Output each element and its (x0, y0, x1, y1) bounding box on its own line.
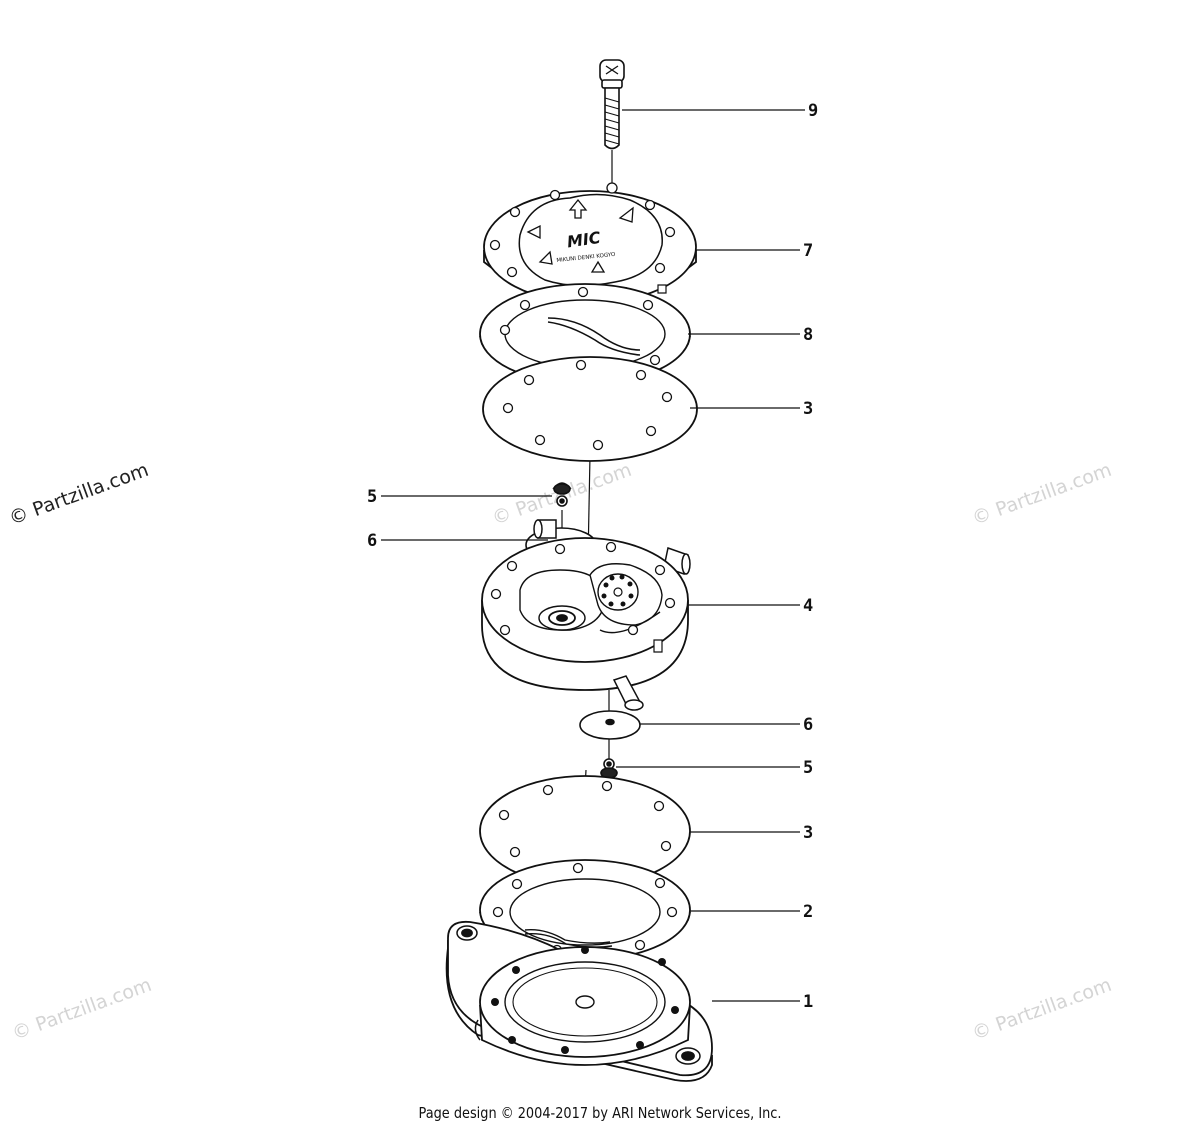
callout-9: 9 (808, 101, 818, 121)
pump-cover-part-7: MIC MIKUNI DENKI KOGYO (484, 183, 696, 304)
callout-5-bottom: 5 (803, 758, 813, 778)
screw-part-9 (600, 60, 624, 149)
watermark-left-middle: © Partzilla.com (6, 459, 151, 530)
watermark-right-bottom: © Partzilla.com (969, 974, 1114, 1045)
callout-2: 2 (803, 902, 813, 922)
callout-3-bottom: 3 (803, 823, 813, 843)
valve-part-5-top (554, 483, 570, 506)
callout-labels: 9 7 8 3 5 6 4 6 5 3 2 1 (367, 101, 818, 1012)
watermark-right-middle: © Partzilla.com (969, 459, 1114, 530)
footer-copyright: Page design © 2004-2017 by ARI Network S… (418, 1104, 782, 1122)
callout-8: 8 (803, 325, 813, 345)
pump-base-part-1 (447, 922, 712, 1081)
valve-part-5-bottom (601, 759, 617, 778)
callout-6-bottom: 6 (803, 715, 813, 735)
watermark-left-bottom: © Partzilla.com (9, 974, 154, 1045)
callout-1: 1 (803, 992, 813, 1012)
pump-body-part-4 (482, 520, 690, 710)
valve-disc-part-6-bottom (580, 711, 640, 739)
leader-lines (381, 109, 805, 1002)
callout-5-top: 5 (367, 487, 377, 507)
callout-3-top: 3 (803, 399, 813, 419)
cover-logo-text: MIC (566, 228, 602, 252)
callout-4: 4 (803, 596, 813, 616)
callout-6-top: 6 (367, 531, 377, 551)
diaphragm-part-3-top (483, 357, 697, 461)
callout-7: 7 (803, 241, 813, 261)
